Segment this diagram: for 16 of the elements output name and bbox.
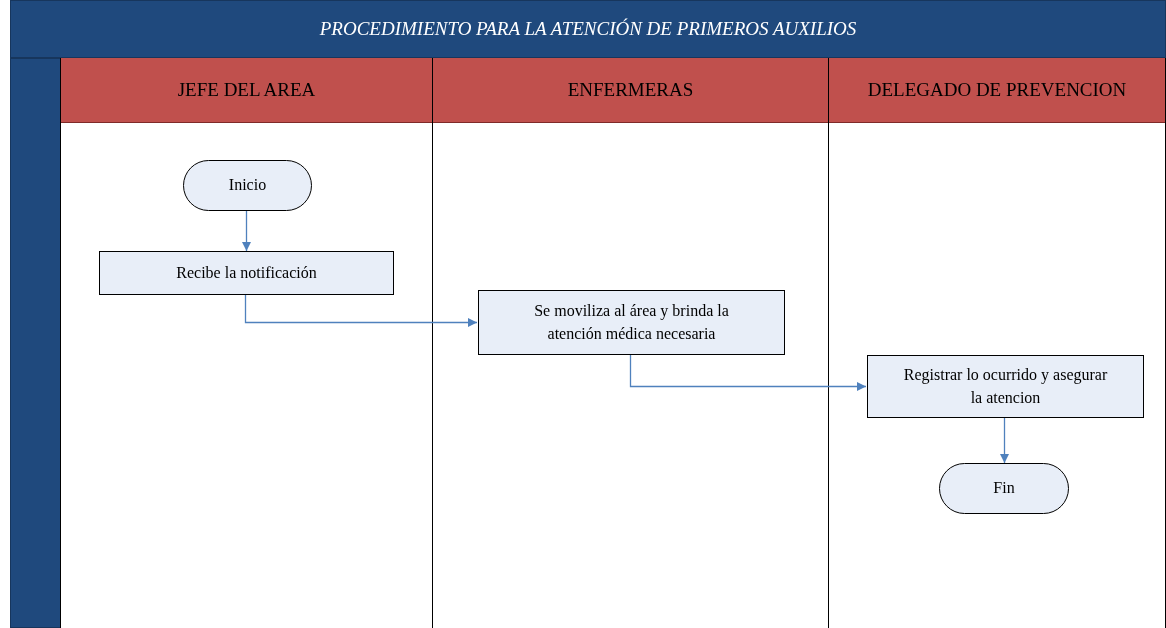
arrow — [629, 354, 867, 392]
lane-header: JEFE DEL AREA — [61, 58, 432, 123]
side-band — [10, 58, 61, 628]
process-box: Recibe la notificación — [99, 251, 394, 295]
lane-header: ENFERMERAS — [433, 58, 828, 123]
lane-header: DELEGADO DE PREVENCION — [829, 58, 1165, 123]
diagram-title: PROCEDIMIENTO PARA LA ATENCIÓN DE PRIMEROS AUXILIOS — [10, 0, 1166, 58]
terminator-shape: Inicio — [183, 160, 312, 211]
process-box: Se moviliza al área y brinda la atención médica necesaria — [478, 290, 785, 355]
process-box: Registrar lo ocurrido y asegurar la atencion — [867, 355, 1144, 418]
terminator-shape: Fin — [939, 463, 1069, 514]
arrow — [241, 210, 252, 252]
arrow — [999, 417, 1010, 464]
swimlane — [60, 58, 433, 628]
swimlane — [828, 58, 1166, 628]
arrow — [244, 294, 478, 328]
